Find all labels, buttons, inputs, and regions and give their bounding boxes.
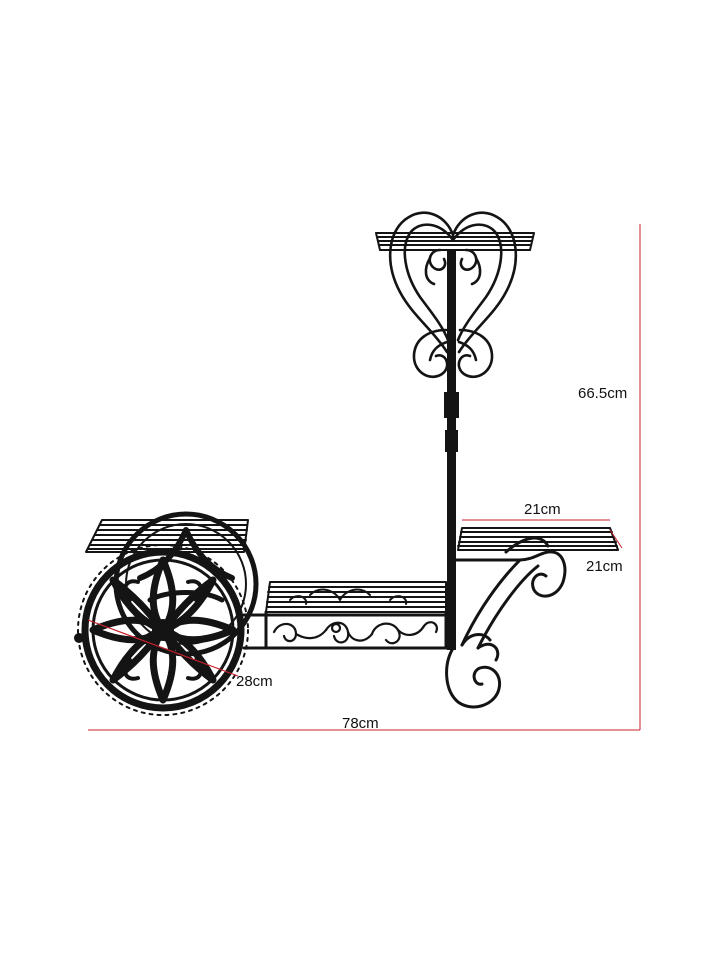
- back-wheel: [113, 511, 259, 657]
- right-shelf-scroll-arm: [445, 536, 567, 709]
- center-post: [444, 250, 459, 650]
- height-label: 66.5cm: [578, 385, 628, 402]
- plant-stand-cart: [74, 211, 619, 716]
- dimension-lines: [87, 224, 641, 731]
- front-wheel: [74, 544, 249, 716]
- heart-scroll-frame: [388, 211, 518, 379]
- shelf-depth-dimension-line: [609, 529, 623, 549]
- base-frame-scrollwork: [272, 621, 438, 645]
- middle-shelf: [265, 581, 447, 613]
- base-frame: [242, 610, 450, 650]
- wheel-diameter-label: 28cm: [236, 673, 273, 690]
- wheel-diameter-dimension-line: [87, 619, 239, 677]
- shelf-depth-label: 21cm: [586, 558, 623, 575]
- shelf-width-label: 21cm: [524, 501, 561, 518]
- total-length-label: 78cm: [342, 715, 379, 732]
